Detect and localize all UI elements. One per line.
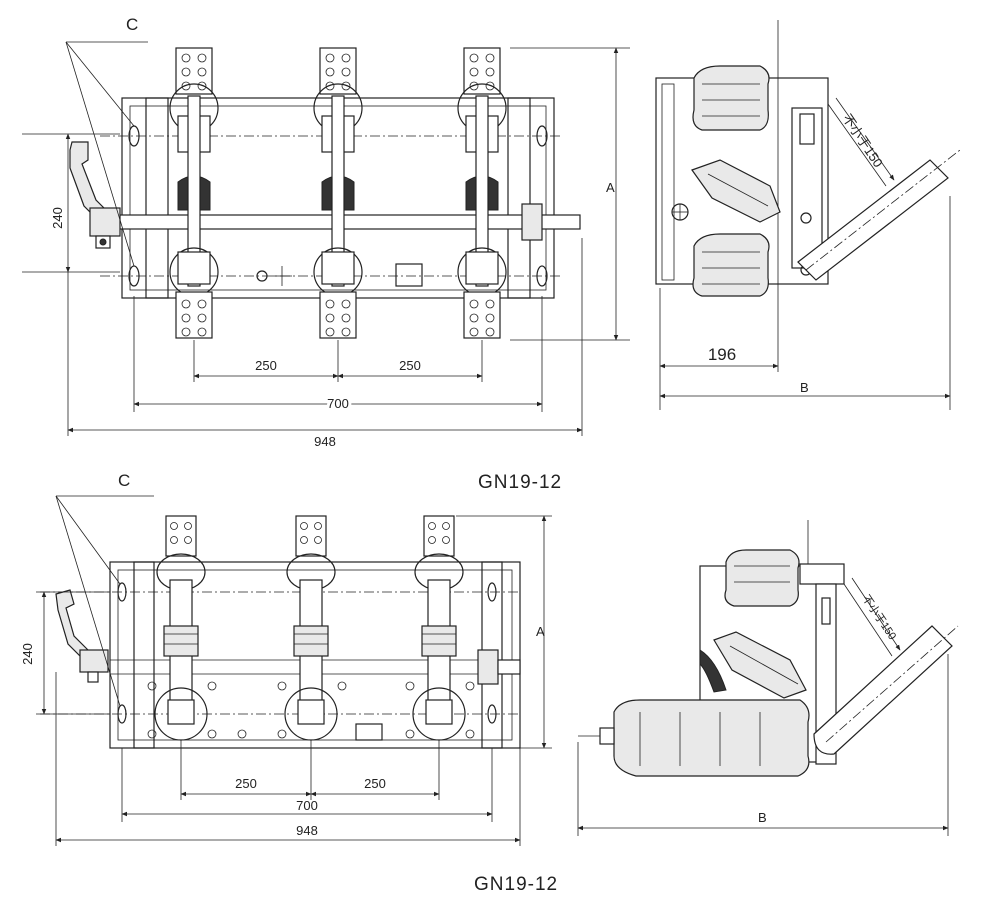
- height-label-a: A: [536, 624, 545, 639]
- mounting-hole: [536, 125, 548, 147]
- upper-insulator: [692, 65, 770, 131]
- operating-handle: [55, 589, 109, 683]
- overall-width-dimension: 948: [314, 434, 336, 449]
- lower-insulator: [692, 233, 770, 297]
- nameplate: [395, 263, 423, 287]
- bottom-side-view: B 不小于150: [577, 520, 959, 836]
- pitch-dimension-2: 250: [399, 358, 421, 373]
- phase-3: [457, 47, 507, 339]
- clearance-note: 不小于150: [860, 592, 899, 642]
- left-side-plate: [145, 97, 169, 299]
- mounting-span-dimension: 700: [296, 798, 318, 813]
- top-side-view: 196 B 不小于150: [655, 20, 961, 410]
- left-height-dimension: 240: [50, 207, 65, 229]
- upper-insulator: [724, 549, 800, 607]
- rod-offset-dimension: 196: [708, 345, 736, 364]
- pitch-dimension-1: 250: [235, 776, 257, 791]
- operating-handle: [69, 141, 121, 249]
- tilted-insulator: [713, 631, 807, 699]
- depth-label-b: B: [800, 380, 809, 395]
- bottom-front-view: C A 240 250 250 700 948 GN19-12: [20, 471, 558, 895]
- horizontal-insulator: [613, 699, 810, 777]
- pitch-dimension-1: 250: [255, 358, 277, 373]
- frame-plate: [109, 561, 521, 749]
- left-height-dimension: 240: [20, 643, 35, 665]
- top-front-view: C A 240 250 250 700 948 GN19-12: [22, 15, 630, 493]
- phase-3: [412, 515, 466, 741]
- height-label-a: A: [606, 180, 615, 195]
- opened-blade: [813, 625, 953, 755]
- overall-width-dimension: 948: [296, 823, 318, 838]
- depth-label-b: B: [758, 810, 767, 825]
- mounting-hole: [536, 265, 548, 287]
- opened-blade: [797, 159, 949, 281]
- phase-1: [169, 47, 219, 339]
- mounting-span-dimension: 700: [327, 396, 349, 411]
- clearance-note: 不小于150: [840, 111, 886, 170]
- model-label-bottom: GN19-12: [474, 874, 558, 895]
- phase-1: [154, 515, 208, 741]
- tilted-insulator: [691, 159, 781, 223]
- nameplate: [355, 723, 383, 741]
- phase-2: [313, 47, 363, 339]
- right-side-plate: [507, 97, 531, 299]
- pitch-dimension-2: 250: [364, 776, 386, 791]
- callout-c: C: [118, 471, 130, 490]
- phase-2: [284, 515, 338, 741]
- model-label-top: GN19-12: [478, 472, 562, 493]
- callout-c: C: [126, 15, 138, 34]
